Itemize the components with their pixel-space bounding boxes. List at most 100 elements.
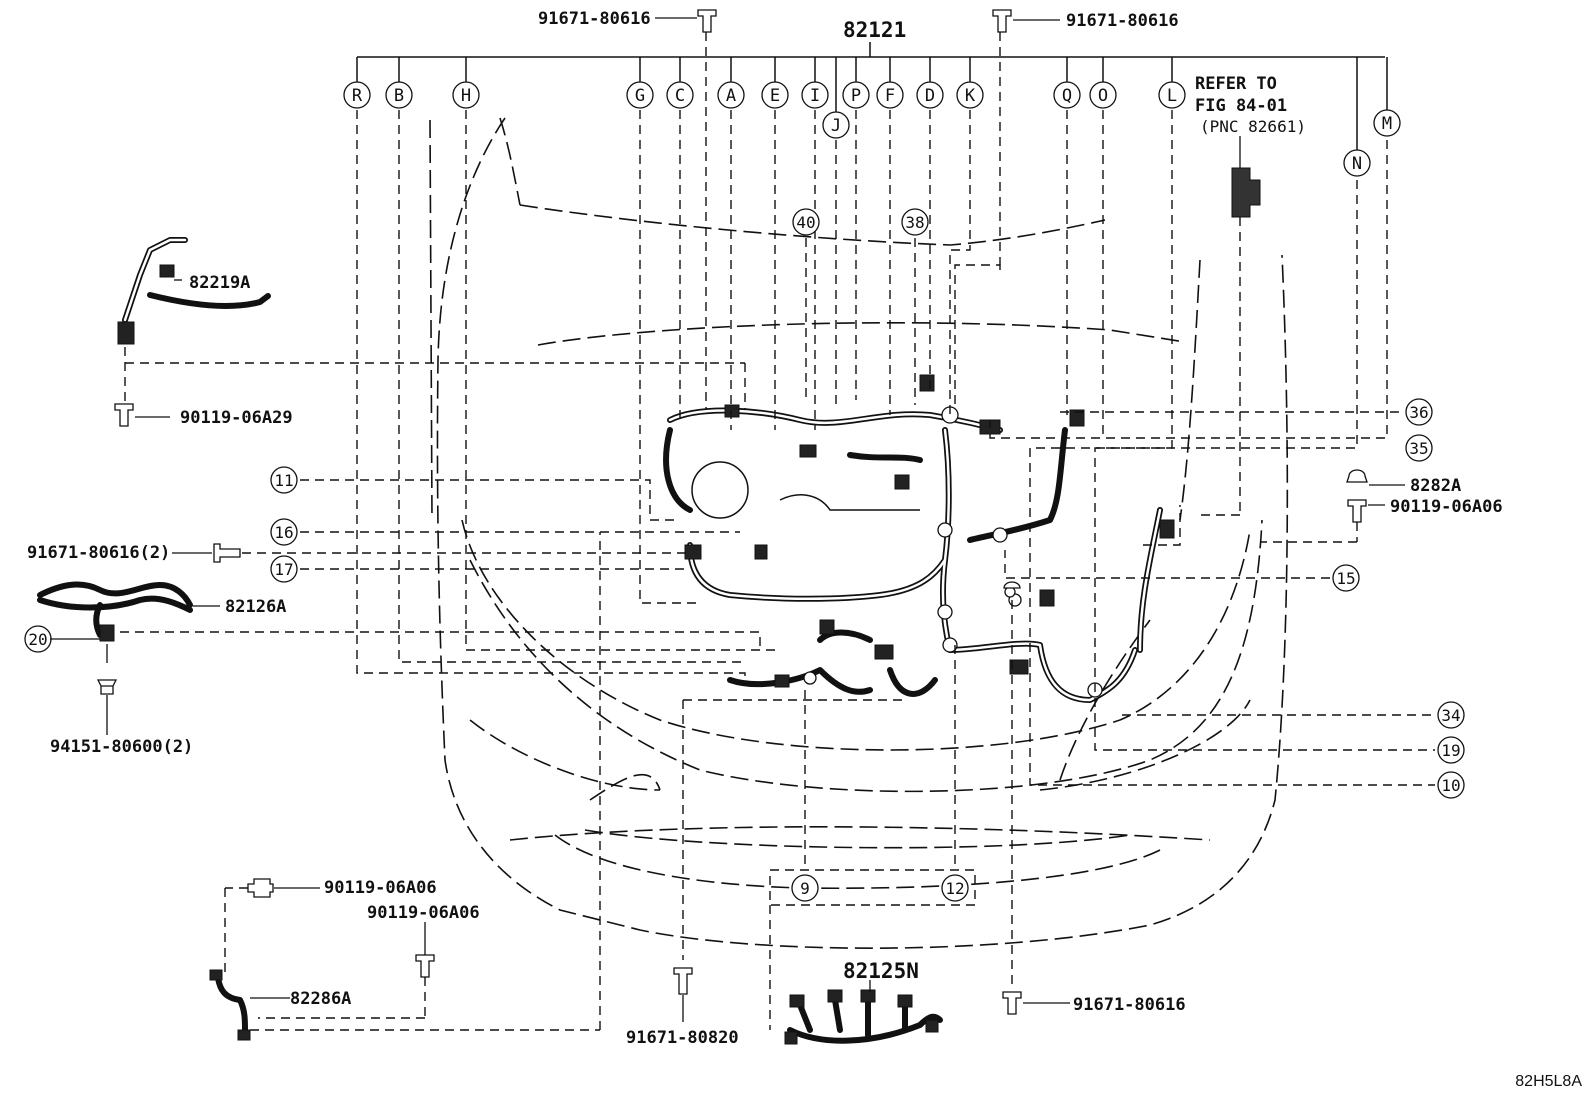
number-leaders xyxy=(120,238,1435,906)
bolt-90119-06A06-a-label: 90119-06A06 xyxy=(324,878,437,898)
callout-g-text: G xyxy=(635,86,645,106)
right-parts xyxy=(1260,469,1405,543)
callout-m-text: M xyxy=(1382,114,1392,134)
callout-o-text: O xyxy=(1098,86,1108,106)
callout-l-text: L xyxy=(1167,86,1177,106)
clip-94151-icon xyxy=(96,679,118,695)
bolt-90119-06A29-icon xyxy=(114,403,134,427)
callout-r: R xyxy=(343,57,371,109)
main-part-bracket xyxy=(357,42,1385,58)
callout-num-15: 15 xyxy=(1332,564,1360,592)
callout-e: E xyxy=(761,57,789,109)
bolt-90119-06A29-label: 90119-06A29 xyxy=(180,408,293,428)
callout-a-text: A xyxy=(726,86,736,106)
bolt-90119-06A06-right-icon xyxy=(1347,499,1367,523)
connector-82661-icon xyxy=(1231,167,1261,218)
callout-f: F xyxy=(876,57,904,109)
callout-num-36-text: 36 xyxy=(1409,403,1428,422)
callout-num-11: 11 xyxy=(270,466,298,494)
callout-h: H xyxy=(452,57,480,109)
callout-num-40: 40 xyxy=(792,208,820,236)
callout-num-16-text: 16 xyxy=(274,523,293,542)
callout-n: N xyxy=(1343,57,1371,177)
callout-num-16: 16 xyxy=(270,518,298,546)
bolt-bottom-center-group xyxy=(673,699,905,1022)
bolt-90119-06A06-b-icon xyxy=(415,954,435,978)
callout-num-38-text: 38 xyxy=(905,213,924,232)
callout-num-35: 35 xyxy=(1405,434,1433,462)
refer-note-line3: (PNC 82661) xyxy=(1200,117,1306,136)
callout-b: B xyxy=(385,57,413,109)
bolt-91671-80820-label: 91671-80820 xyxy=(626,1028,739,1048)
callout-c: C xyxy=(666,57,694,109)
callout-b-text: B xyxy=(394,86,404,106)
refer-note-line1: REFER TO xyxy=(1195,74,1277,94)
callout-num-35-text: 35 xyxy=(1409,439,1428,458)
bolt-91671-80820-icon xyxy=(673,967,693,995)
callout-num-36: 36 xyxy=(1405,398,1433,426)
callout-num-34-text: 34 xyxy=(1441,706,1460,725)
clip-94151-label: 94151-80600(2) xyxy=(50,737,193,757)
callout-k-text: K xyxy=(965,86,976,106)
callout-d: D xyxy=(916,57,944,109)
callout-g: G xyxy=(626,57,654,109)
callout-e-text: E xyxy=(770,86,780,106)
callout-num-17: 17 xyxy=(270,555,298,583)
left-parts xyxy=(37,543,690,735)
callout-num-19: 19 xyxy=(1437,736,1465,764)
bolt-90119-06A06-b-label: 90119-06A06 xyxy=(367,903,480,923)
leader-lines xyxy=(356,32,1435,786)
bolt-91671-80616-2-label: 91671-80616(2) xyxy=(27,543,170,563)
vehicle-outline xyxy=(429,117,1289,949)
refer-note-line2: FIG 84-01 xyxy=(1195,96,1287,116)
callout-num-12: 12 xyxy=(941,874,969,902)
callout-num-10-text: 10 xyxy=(1441,776,1460,795)
callout-r-text: R xyxy=(352,86,363,106)
callout-l: L xyxy=(1158,57,1186,109)
callout-num-10: 10 xyxy=(1437,771,1465,799)
callout-num-17-text: 17 xyxy=(274,560,293,579)
callout-p: P xyxy=(842,57,870,109)
callout-m: M xyxy=(1373,57,1401,137)
callout-a: A xyxy=(717,57,745,109)
wire-82126A-label: 82126A xyxy=(225,597,286,617)
callout-num-15-text: 15 xyxy=(1336,569,1355,588)
callout-num-9-text: 9 xyxy=(800,879,810,898)
bolt-91671-80616-bottom-icon xyxy=(1002,991,1022,1015)
callout-num-20: 20 xyxy=(24,625,52,653)
bolt-90119-06A06-right-label: 90119-06A06 xyxy=(1390,497,1503,517)
bolt-91671-80616-2-icon xyxy=(213,543,241,563)
clip-8282A-icon xyxy=(1346,469,1368,483)
callout-q: Q xyxy=(1053,57,1081,109)
callout-num-34: 34 xyxy=(1437,701,1465,729)
wire-82125N-label: 82125N xyxy=(843,959,919,983)
bolt-top-left-icon xyxy=(697,9,717,33)
callout-num-19-text: 19 xyxy=(1441,741,1460,760)
wire-82219A-group xyxy=(114,237,746,427)
clip-8282A-label: 8282A xyxy=(1410,476,1461,496)
callout-num-9: 9 xyxy=(791,874,819,902)
callout-i: I xyxy=(801,57,829,109)
wire-82286A-group xyxy=(209,532,601,1041)
callout-p-text: P xyxy=(851,86,861,106)
bolt-top-right-icon xyxy=(992,9,1012,33)
callout-q-text: Q xyxy=(1062,86,1072,106)
refer-note: REFER TO FIG 84-01 (PNC 82661) xyxy=(1195,74,1306,516)
callout-num-12-text: 12 xyxy=(945,879,964,898)
callout-h-text: H xyxy=(461,86,471,106)
callout-num-40-text: 40 xyxy=(796,213,815,232)
callout-c-text: C xyxy=(675,86,685,106)
bolt-top-left-label: 91671-80616 xyxy=(538,9,651,29)
callout-num-20-text: 20 xyxy=(28,630,47,649)
wire-82286A-label: 82286A xyxy=(290,989,351,1009)
callout-k: K xyxy=(956,57,984,109)
figure-code: 82H5L8A xyxy=(1515,1073,1582,1090)
callout-n-text: N xyxy=(1352,154,1362,174)
wire-82219A-label: 82219A xyxy=(189,273,250,293)
bolt-top-right-label: 91671-80616 xyxy=(1066,11,1179,31)
callout-num-38: 38 xyxy=(901,208,929,236)
bolt-bottom-right-group xyxy=(1002,581,1070,1015)
callout-j: J xyxy=(822,57,850,139)
callout-o: O xyxy=(1089,57,1117,109)
